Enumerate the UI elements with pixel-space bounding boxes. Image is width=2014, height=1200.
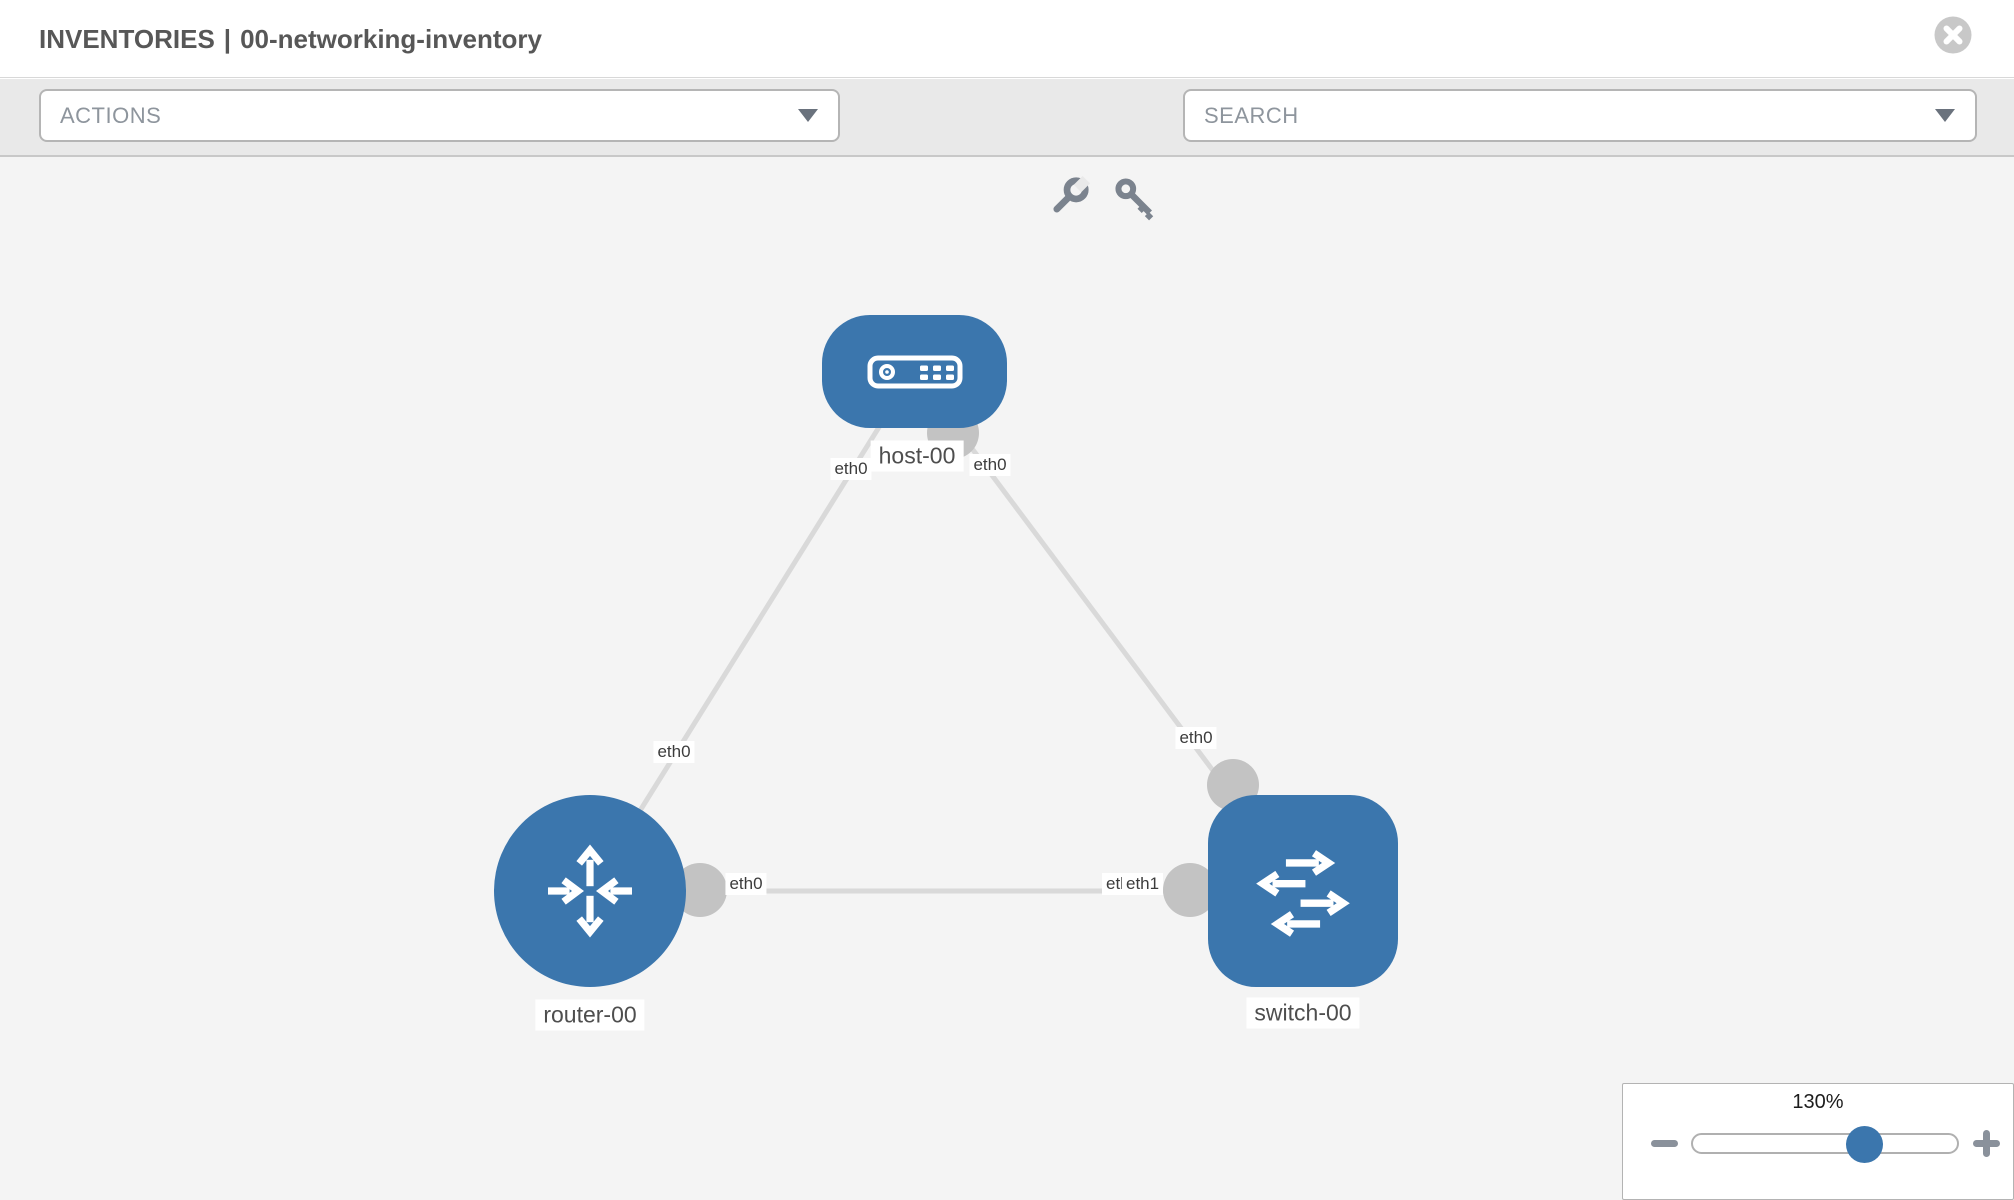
interface-label: eth0 [830,458,872,480]
page-title-primary: INVENTORIES [39,23,215,54]
zoom-slider-handle[interactable] [1846,1126,1883,1163]
close-icon [1934,16,1972,54]
zoom-in-button plus-icon[interactable] [1973,1130,2000,1157]
router-icon [548,844,632,938]
interface-label: eth0 [1175,727,1217,749]
node-switch-00[interactable] [1208,795,1398,987]
caret-down-icon [1935,109,1955,122]
node-host-00[interactable] [822,315,1007,428]
actions-dropdown-label: ACTIONS [60,102,162,128]
node-router-00[interactable] [494,795,686,987]
caret-down-icon [798,109,818,122]
link-endpoint [673,863,727,917]
interface-label: eth1 [1122,873,1164,895]
toolbar: ACTIONS SEARCH [0,79,2014,221]
zoom-panel: 130% [1622,1083,2014,1200]
server-icon [867,355,962,388]
interface-label: eth0 [653,741,695,763]
zoom-level-value: 130% [1792,1091,1844,1113]
node-label-host: host-00 [870,440,964,472]
zoom-out-button minus-icon[interactable] [1651,1140,1678,1147]
zoom-slider-track[interactable] [1691,1133,1959,1154]
close-button[interactable] [1934,16,1972,54]
topology-canvas[interactable]: host-00 router-00 switch-00 eth0 eth0 et… [0,157,2014,1200]
key-icon [1115,178,1154,221]
configure-button[interactable] [1045,175,1091,221]
switch-icon [1256,850,1350,937]
credentials-button[interactable] [1112,175,1158,221]
page-title-secondary: 00-networking-inventory [240,23,542,54]
page-title-separator: | [223,23,232,54]
links-layer [587,369,1306,917]
node-label-switch: switch-00 [1246,997,1360,1029]
search-dropdown-label: SEARCH [1204,102,1299,128]
wrench-icon [1053,175,1091,213]
plus-icon-bar [1983,1130,1990,1157]
link-endpoint [1163,863,1217,917]
header-bar: INVENTORIES | 00-networking-inventory [0,0,2014,78]
search-dropdown[interactable]: SEARCH [1183,89,1977,142]
node-label-router: router-00 [535,999,645,1031]
actions-dropdown[interactable]: ACTIONS [39,89,840,142]
page-title: INVENTORIES | 00-networking-inventory [39,0,542,78]
link-router-host[interactable] [587,369,917,893]
interface-label: eth0 [969,454,1011,476]
interface-label: eth0 [725,873,767,895]
